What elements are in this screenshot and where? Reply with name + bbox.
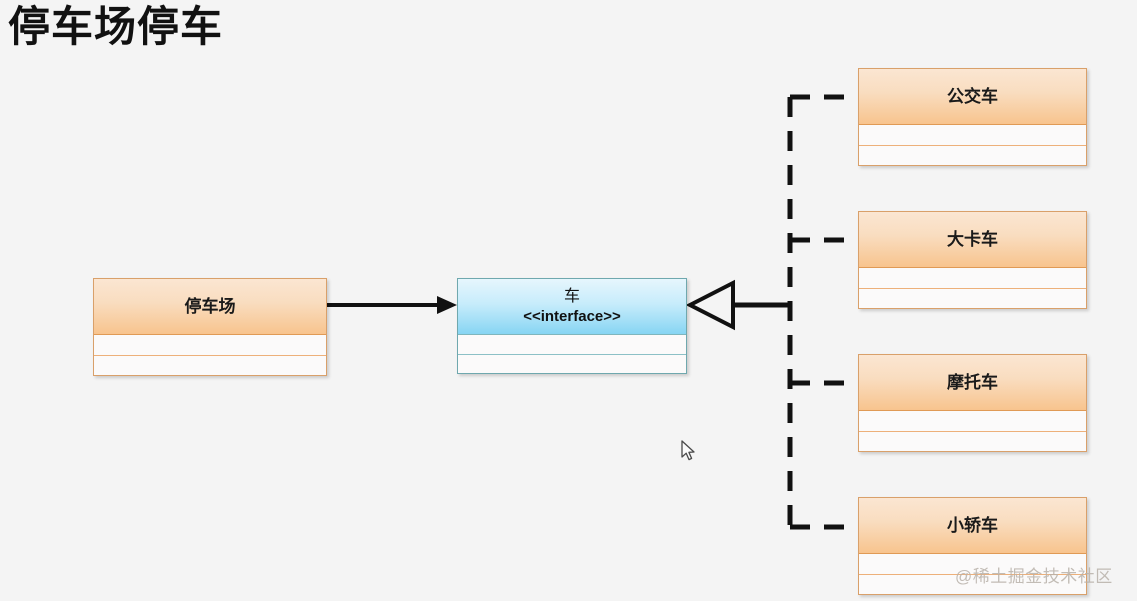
class-box-truck[interactable]: 大卡车 <box>858 211 1087 309</box>
realization-tree <box>733 94 858 530</box>
class-box-motorcycle[interactable]: 摩托车 <box>858 354 1087 452</box>
filled-arrow-icon <box>437 296 457 314</box>
class-methods-compartment <box>859 431 1086 451</box>
class-name-bus: 公交车 <box>947 86 998 106</box>
realization-arrowhead <box>685 279 735 331</box>
class-methods-compartment <box>859 288 1086 308</box>
interface-box-vehicle[interactable]: 车 <<interface>> <box>457 278 687 374</box>
interface-attributes-compartment <box>458 335 686 354</box>
class-header-bus: 公交车 <box>859 69 1086 125</box>
class-name-motorcycle: 摩托车 <box>947 372 998 392</box>
interface-name-vehicle: 车 <box>563 288 580 306</box>
class-name-truck: 大卡车 <box>947 229 998 249</box>
class-name-sedan: 小轿车 <box>947 515 998 535</box>
class-box-bus[interactable]: 公交车 <box>858 68 1087 166</box>
class-attributes-compartment <box>859 411 1086 431</box>
class-attributes-compartment <box>859 554 1086 574</box>
site-watermark: @稀土掘金技术社区 <box>955 567 1113 586</box>
hollow-triangle-icon <box>685 279 735 331</box>
association-parking-to-vehicle <box>327 296 457 314</box>
class-name-parking-lot: 停车场 <box>184 296 236 316</box>
interface-header-vehicle: 车 <<interface>> <box>458 279 686 335</box>
class-header-motorcycle: 摩托车 <box>859 355 1086 411</box>
class-attributes-compartment <box>859 268 1086 288</box>
class-methods-compartment <box>94 355 326 375</box>
class-attributes-compartment <box>859 125 1086 145</box>
class-methods-compartment <box>859 145 1086 165</box>
class-box-parking-lot[interactable]: 停车场 <box>93 278 327 376</box>
interface-stereotype: <<interface>> <box>523 307 621 325</box>
class-header-parking-lot: 停车场 <box>94 279 326 335</box>
class-header-sedan: 小轿车 <box>859 498 1086 554</box>
mouse-pointer-icon <box>681 440 695 461</box>
interface-methods-compartment <box>458 354 686 373</box>
page-title: 停车场停车 <box>8 3 224 50</box>
class-header-truck: 大卡车 <box>859 212 1086 268</box>
class-attributes-compartment <box>94 335 326 355</box>
class-box-sedan[interactable]: 小轿车 <box>858 497 1087 595</box>
class-methods-compartment <box>859 574 1086 594</box>
